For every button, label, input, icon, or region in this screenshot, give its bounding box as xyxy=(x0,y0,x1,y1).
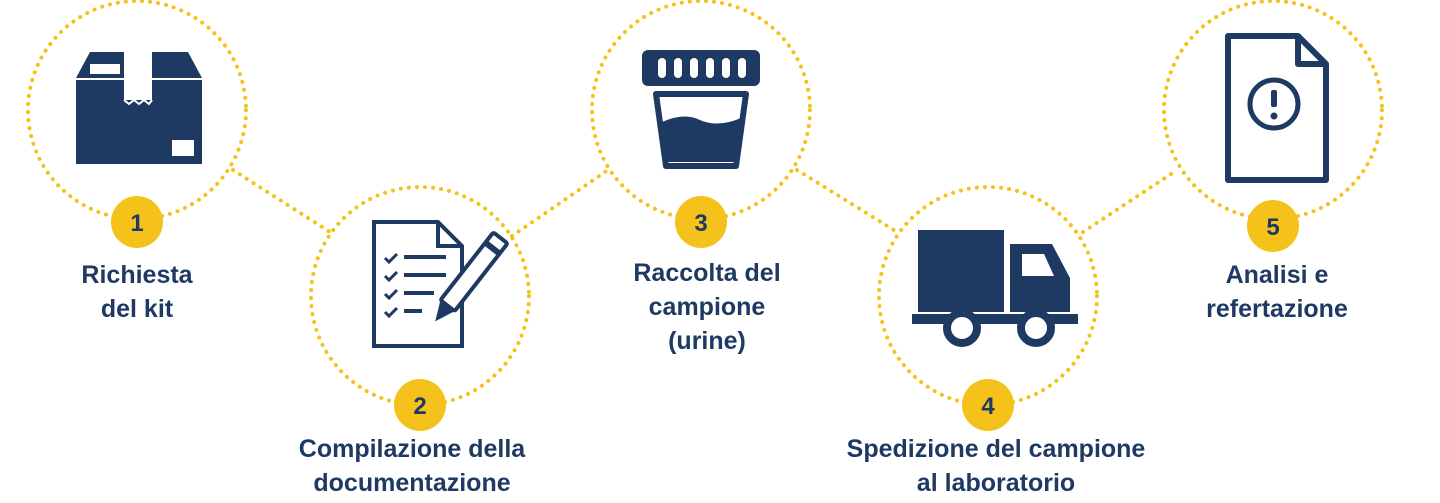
step-5-label-line-2: refertazione xyxy=(1206,295,1348,323)
urine-cup-icon xyxy=(642,50,760,169)
step-1-badge: 1 xyxy=(111,196,163,248)
step-3-label-line-1: Raccolta del xyxy=(633,259,781,287)
step-5-number: 5 xyxy=(1266,214,1279,241)
connector-4-5 xyxy=(1081,168,1179,234)
step-4-badge: 4 xyxy=(962,379,1014,431)
step-2-label: Compilazione della documentazione xyxy=(299,432,525,500)
step-2-label-line-1: Compilazione della xyxy=(298,435,526,463)
step-4-label-line-1: Spedizione del campione xyxy=(846,435,1146,463)
box-icon xyxy=(76,52,202,164)
step-5-badge: 5 xyxy=(1247,200,1299,252)
step-1-number: 1 xyxy=(130,210,143,237)
step-3-circle xyxy=(590,0,812,221)
step-2-badge: 2 xyxy=(394,379,446,431)
step-3-badge: 3 xyxy=(675,196,727,248)
step-1-label: Richiesta del kit xyxy=(81,258,192,326)
form-pen-icon xyxy=(372,220,509,348)
step-3-number: 3 xyxy=(694,210,707,237)
step-2-label-line-2: documentazione xyxy=(313,469,511,497)
step-5-label-line-1: Analisi e xyxy=(1225,261,1329,289)
report-alert-icon xyxy=(1225,33,1329,183)
step-1-label-line-2: del kit xyxy=(100,295,174,323)
truck-icon xyxy=(912,230,1078,347)
step-4-label-line-2: al laboratorio xyxy=(916,469,1076,497)
step-3-label: Raccolta del campione (urine) xyxy=(633,256,780,358)
connector-2-3 xyxy=(510,168,610,238)
connector-3-4 xyxy=(795,168,899,234)
connectors xyxy=(231,168,1179,238)
step-3-label-line-2: campione xyxy=(648,293,766,321)
step-4-number: 4 xyxy=(981,393,995,420)
step-3-label-line-3: (urine) xyxy=(668,327,746,355)
step-4-label: Spedizione del campione al laboratorio xyxy=(847,432,1146,500)
step-2-number: 2 xyxy=(413,393,426,420)
step-1-label-line-1: Richiesta xyxy=(81,261,193,289)
step-2-circle xyxy=(309,185,531,407)
step-5-label: Analisi e refertazione xyxy=(1206,258,1348,326)
connector-1-2 xyxy=(231,168,332,234)
